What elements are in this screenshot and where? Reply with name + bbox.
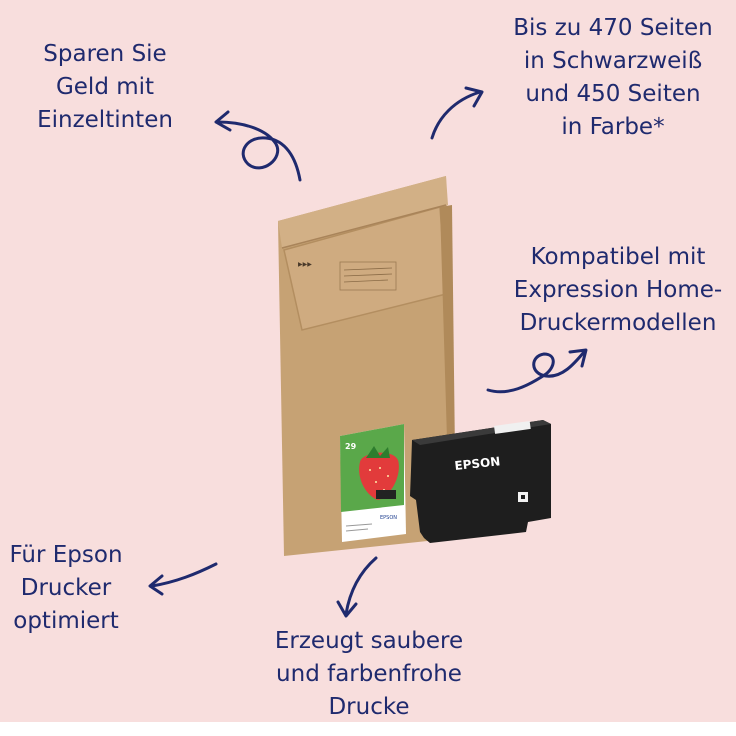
feature-line: Expression Home- (513, 277, 723, 303)
arrow-epson-icon (148, 562, 218, 596)
feature-save-money: Sparen Sie Geld mit Einzeltinten (20, 38, 190, 137)
feature-line: Geld mit (55, 74, 155, 100)
arrow-prints-icon (336, 556, 378, 618)
feature-line: in Farbe* (561, 114, 665, 140)
feature-epson-optimized: Für Epson Drucker optimiert (0, 539, 132, 638)
arrow-save-icon (214, 110, 302, 182)
arrow-compat-icon (486, 348, 588, 394)
pack-brand: EPSON (380, 515, 397, 521)
ink-cartridge-icon: EPSON (410, 420, 551, 543)
svg-text:▶▶▶: ▶▶▶ (298, 261, 312, 268)
feature-line: Kompatibel mit (530, 244, 706, 270)
feature-compatibility: Kompatibel mit Expression Home- Druckerm… (500, 241, 736, 340)
feature-line: Erzeugt saubere (274, 628, 464, 654)
feature-line: optimiert (13, 608, 119, 634)
feature-clean-prints: Erzeugt saubere und farbenfrohe Drucke (238, 625, 500, 722)
ink-pack-card: 29 EPSON (340, 424, 406, 542)
feature-line: in Schwarzweiß (523, 48, 703, 74)
arrow-pages-icon (430, 86, 484, 140)
feature-line: Für Epson (9, 542, 123, 568)
feature-line: Druckermodellen (519, 310, 717, 336)
feature-line: Sparen Sie (43, 41, 167, 67)
cardboard-box: ▶▶▶ (278, 176, 456, 556)
feature-line: Drucker (20, 575, 112, 601)
feature-line: Einzeltinten (37, 107, 173, 133)
feature-page-yield: Bis zu 470 Seiten in Schwarzweiß und 450… (490, 12, 736, 144)
feature-line: Drucke (328, 694, 410, 720)
feature-line: Bis zu 470 Seiten (513, 15, 713, 41)
cartridge-brand: EPSON (454, 454, 501, 473)
pack-number: 29 (345, 442, 357, 451)
strawberry-icon (359, 446, 399, 500)
feature-line: und farbenfrohe (276, 661, 462, 687)
feature-line: und 450 Seiten (525, 81, 701, 107)
